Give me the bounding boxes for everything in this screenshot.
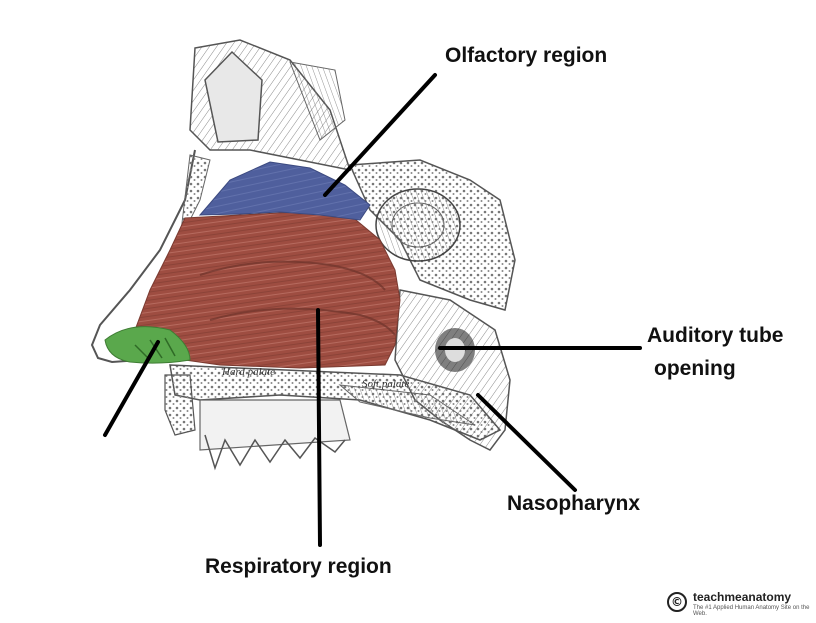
olfactory-region-label: Olfactory region [445, 44, 608, 67]
respiratory-region-label: Respiratory region [205, 555, 392, 578]
cover-patch [48, 440, 188, 500]
auditory-tube-label-line2: opening [654, 357, 736, 380]
olfactory-region [198, 161, 371, 221]
leader-lines [103, 73, 642, 547]
nasopharynx-leader [476, 393, 577, 492]
respiratory-leader [316, 308, 322, 547]
watermark-tagline: The #1 Applied Human Anatomy Site on the… [693, 605, 810, 617]
upper-teeth [199, 399, 351, 451]
sphenoid-sinus [375, 188, 461, 262]
auditory-tube-label-line1: Auditory tube [647, 324, 784, 347]
palate [164, 364, 502, 471]
nasal-vestibule [104, 326, 191, 364]
nasopharynx-label: Nasopharynx [507, 492, 641, 515]
soft-palate-label: Soft palate [362, 378, 410, 390]
frontal-sinus [204, 50, 263, 143]
olfactory-leader [323, 73, 437, 197]
sphenoid-region [348, 159, 516, 311]
soft-palate [338, 384, 476, 426]
vestibule-leader [103, 340, 160, 437]
watermark-name: teachmeanatomy [693, 590, 792, 604]
frontal-bone [189, 39, 352, 171]
copyright-icon: © [667, 592, 687, 612]
hard-palate-label: Hard palate [222, 366, 276, 378]
